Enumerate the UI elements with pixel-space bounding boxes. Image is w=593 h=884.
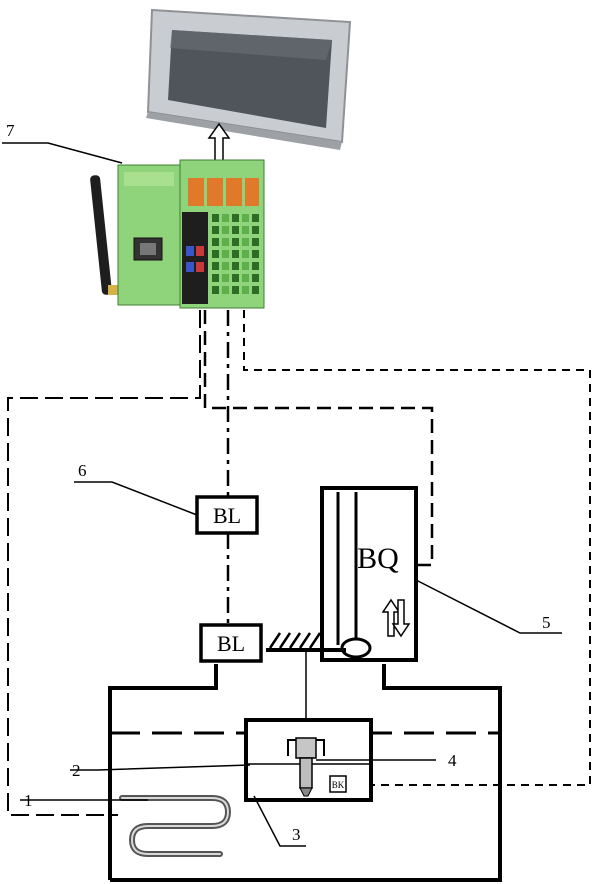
terminal-slot [212, 274, 219, 282]
plc-controller [90, 160, 264, 308]
bl-lower-label: BL [217, 631, 245, 656]
terminal-slot [222, 274, 229, 282]
terminal-slot [232, 262, 239, 270]
terminal-slot [242, 214, 249, 222]
terminal-slot [222, 250, 229, 258]
terminal-slot [232, 214, 239, 222]
terminal-slot [212, 286, 219, 294]
label-1: 1 [24, 791, 33, 810]
terminal-slot [252, 286, 259, 294]
terminal-slot [242, 226, 249, 234]
label-2: 2 [72, 761, 81, 780]
terminal-slot [252, 250, 259, 258]
bk-sensor: BK [330, 776, 346, 792]
bq-sensor: BQ [322, 488, 416, 660]
label-6: 6 [78, 461, 87, 480]
bl-upper-sensor: BL [197, 497, 257, 533]
terminal-slot [212, 250, 219, 258]
bl-lower-sensor: BL [201, 625, 261, 661]
terminal-slot [242, 262, 249, 270]
bl-upper-label: BL [213, 503, 241, 528]
terminal-slot [252, 238, 259, 246]
terminal-slot [222, 262, 229, 270]
touch-panel [146, 10, 350, 150]
terminal-slot [222, 238, 229, 246]
terminal-slot [242, 274, 249, 282]
terminal-slot [232, 274, 239, 282]
terminal-slot [252, 262, 259, 270]
terminal-slot [232, 286, 239, 294]
terminal-slot [252, 274, 259, 282]
heater-coil [122, 798, 228, 854]
terminal-slot [222, 286, 229, 294]
terminal-slot [212, 226, 219, 234]
terminal-slot [242, 250, 249, 258]
label-4: 4 [448, 751, 457, 770]
terminal-slot [252, 214, 259, 222]
terminal-slot [232, 226, 239, 234]
bk-label: BK [332, 780, 345, 790]
terminal-slot [232, 238, 239, 246]
terminal-slot [232, 250, 239, 258]
terminal-slot [242, 238, 249, 246]
label-5: 5 [542, 613, 551, 632]
terminal-slot [252, 226, 259, 234]
label-7: 7 [6, 121, 15, 140]
bq-label: BQ [357, 542, 399, 575]
terminal-slot [212, 238, 219, 246]
terminal-slot [222, 214, 229, 222]
label-3: 3 [292, 825, 301, 844]
terminal-slot [222, 226, 229, 234]
terminal-slot [242, 286, 249, 294]
terminal-slot [212, 262, 219, 270]
terminal-slot [212, 214, 219, 222]
